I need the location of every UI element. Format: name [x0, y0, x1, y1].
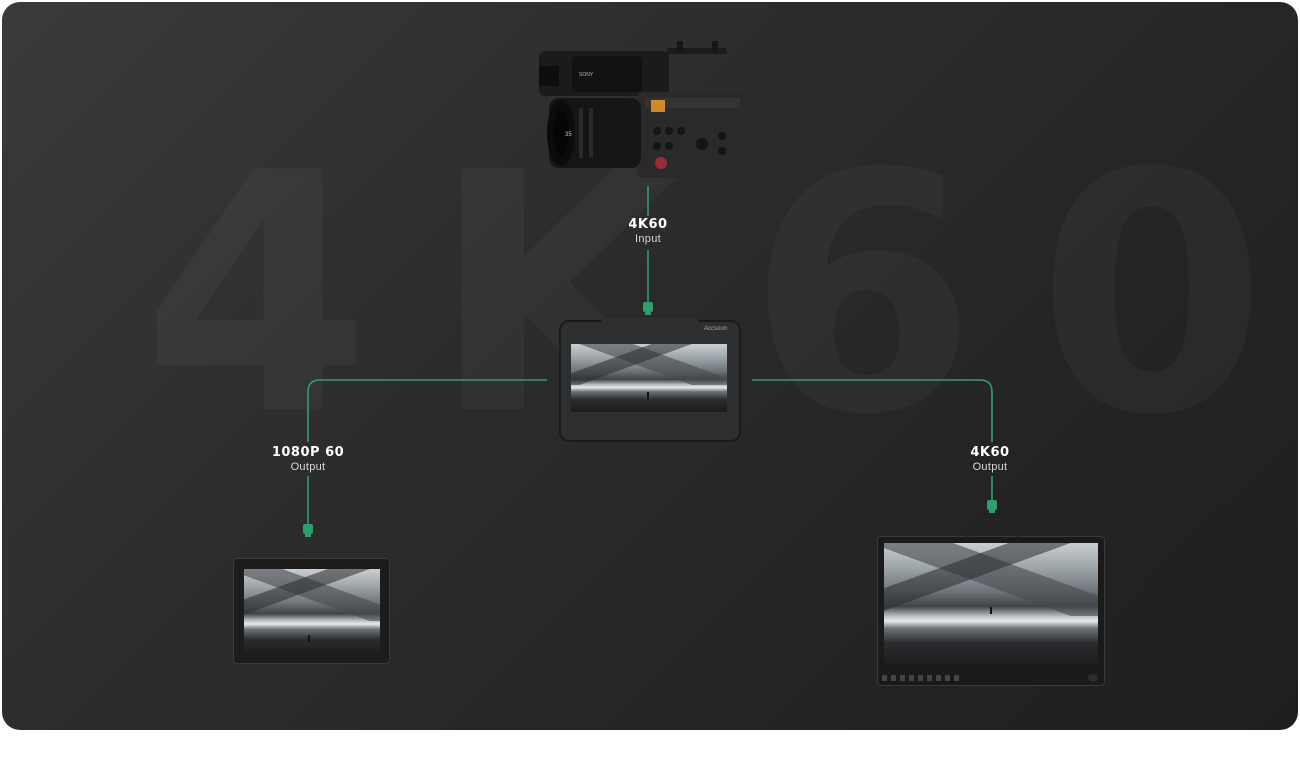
- input-connector: [643, 302, 653, 312]
- input-kind: Input: [635, 233, 661, 245]
- connector-lines: [303, 186, 997, 537]
- monitor-brand: Accsoon: [703, 326, 727, 332]
- diagram-panel: 4K60 4K60 Input 1080P 60 Output 4K60 Out…: [2, 2, 1298, 730]
- camera-brand: SONY: [579, 72, 594, 78]
- left-output-cable-top: [307, 379, 547, 442]
- right-monitor-image: [877, 525, 1105, 686]
- right-output-connector: [987, 500, 997, 510]
- input-resolution: 4K60: [628, 217, 668, 232]
- right-output-kind: Output: [972, 461, 1008, 473]
- left-output-label: 1080P 60 Output: [238, 445, 378, 474]
- center-monitor-image: Accsoon: [559, 318, 741, 442]
- lens-number: 35: [565, 132, 572, 138]
- cinema-camera-image: SONY 35: [539, 41, 745, 178]
- left-output-resolution: 1080P 60: [271, 445, 345, 460]
- left-monitor-image: [233, 558, 390, 664]
- left-output-connector: [303, 524, 313, 534]
- right-output-resolution: 4K60: [970, 445, 1010, 460]
- right-output-label: 4K60 Output: [920, 445, 1060, 474]
- left-output-kind: Output: [290, 461, 326, 473]
- input-label: 4K60 Input: [578, 217, 718, 246]
- right-output-cable-top: [752, 379, 993, 442]
